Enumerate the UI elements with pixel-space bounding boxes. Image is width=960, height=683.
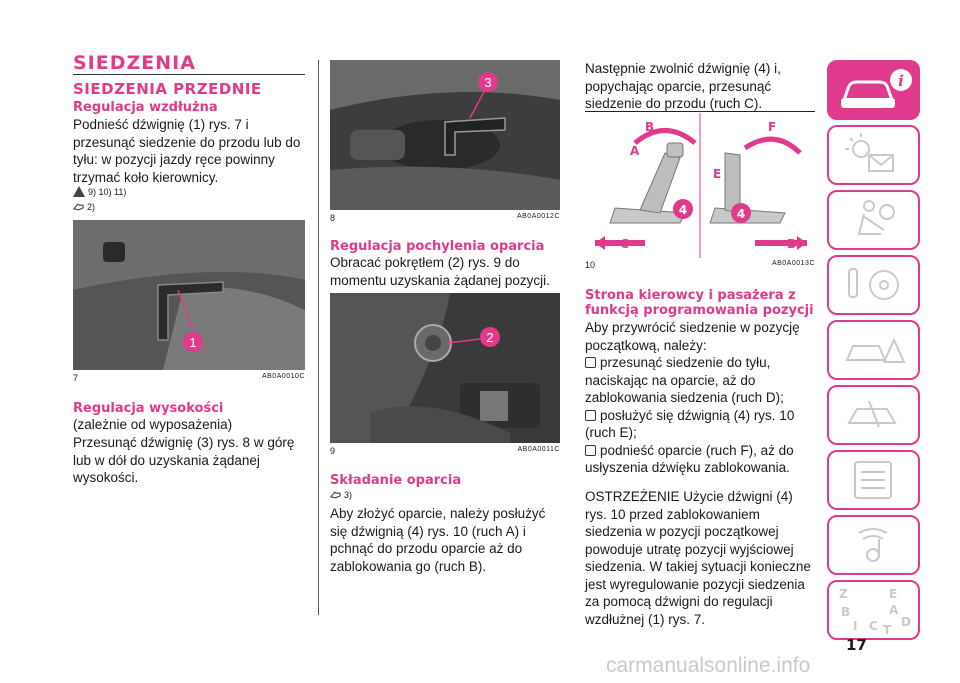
tab-multimedia[interactable] — [827, 515, 920, 575]
tab-technical-data[interactable] — [827, 450, 920, 510]
multimedia-icon — [858, 528, 888, 562]
figure-9-image: 2 — [330, 293, 560, 443]
tab-driving[interactable] — [827, 255, 920, 315]
tab-maintenance[interactable] — [827, 385, 920, 445]
list-item: podnieść oparcie (ruch F), aż do usłysze… — [585, 442, 794, 475]
tab-emergency[interactable] — [827, 320, 920, 380]
title-rule — [73, 74, 305, 75]
figure-code: AB0A0013C — [771, 260, 815, 267]
steering-wheel-key-icon — [848, 268, 899, 300]
bullet-icon — [585, 409, 596, 421]
figure-code: AB0A0011C — [517, 446, 560, 453]
figure-number: 7 — [73, 373, 79, 383]
paragraph-height-note: (zależnie od wyposażenia) — [73, 417, 233, 432]
column-divider — [318, 60, 319, 615]
figure-number: 10 — [585, 260, 596, 270]
tab-safety[interactable] — [827, 190, 920, 250]
tab-car-info[interactable]: i — [827, 60, 920, 120]
svg-text:Z: Z — [839, 587, 848, 601]
list-item: posłużyć się dźwignią (4) rys. 10 (ruch … — [585, 407, 795, 440]
section-subtitle: SIEDZENIA PRZEDNIE — [73, 80, 262, 98]
callout-3-label: 3 — [484, 75, 491, 90]
figure-7-image: 1 — [73, 220, 305, 370]
figure-9-caption: 9 AB0A0011C — [330, 446, 560, 456]
figure-10-caption: 10 AB0A0013C — [585, 260, 815, 270]
list-item: przesunąć siedzenie do tyłu, naciskając … — [585, 355, 784, 405]
dashboard-lights-icon — [845, 133, 894, 172]
figure-code: AB0A0010C — [261, 373, 305, 380]
callout-1-label: 1 — [189, 335, 196, 350]
hand-pointer-icon — [330, 491, 341, 499]
svg-text:T: T — [883, 623, 892, 637]
airbag-safety-icon — [857, 200, 895, 235]
section-heading-height: Regulacja wysokości — [73, 401, 224, 416]
warning-note: 9) 10) 11) — [73, 186, 305, 197]
paragraph-height: Przesunąć dźwignię (3) rys. 8 w górę lub… — [73, 435, 295, 485]
figure-10-top-rule — [585, 111, 815, 112]
info-note: 3) — [330, 490, 560, 500]
hand-pointer-icon — [73, 203, 84, 211]
callout-1-marker — [183, 332, 203, 352]
info-note-refs: 3) — [344, 490, 353, 500]
paragraph-release: Następnie zwolnić dźwignię (4) i, popych… — [585, 61, 781, 111]
svg-text:D: D — [901, 615, 911, 629]
warning-note-refs: 9) 10) 11) — [88, 186, 127, 197]
section-heading-fold: Składanie oparcia — [330, 473, 462, 488]
callout-2-marker — [480, 327, 500, 347]
bullet-icon — [585, 444, 596, 456]
movement-label-b: B — [645, 120, 654, 134]
info-note: 2) — [73, 202, 305, 212]
figure-8-caption: 8 AB0A0012C — [330, 213, 560, 223]
page-number: 17 — [846, 636, 867, 654]
svg-text:I: I — [853, 619, 857, 633]
page-title: SIEDZENIA — [73, 52, 196, 74]
car-info-icon: i — [841, 69, 912, 108]
tab-dashboard[interactable] — [827, 125, 920, 185]
svg-text:C: C — [869, 619, 878, 633]
warning-paragraph: OSTRZEŻENIE Użycie dźwigni (4) rys. 10 p… — [585, 489, 811, 627]
alphabetical-index-icon: Z E B A I C T D — [839, 587, 911, 637]
movement-label-f: F — [768, 120, 776, 134]
paragraph-longitudinal: Podnieść dźwignię (1) rys. 7 i przesunąć… — [73, 117, 301, 185]
section-heading-longitudinal: Regulacja wzdłużna — [73, 100, 218, 115]
figure-10-image: B A C 4 F E D 4 — [585, 113, 815, 258]
movement-label-a: A — [630, 144, 640, 158]
movement-label-d: D — [787, 237, 797, 251]
callout-3-marker — [478, 72, 498, 92]
figure-number: 8 — [330, 213, 336, 223]
svg-text:A: A — [889, 603, 899, 617]
emergency-car-icon — [845, 337, 906, 363]
movement-label-e: E — [713, 167, 721, 181]
warning-triangle-icon — [73, 186, 85, 197]
section-heading-recline: Regulacja pochylenia oparcia — [330, 239, 545, 254]
figure-7-caption: 7 AB0A0010C — [73, 373, 305, 383]
maintenance-tools-icon — [847, 400, 897, 428]
info-note-refs: 2) — [87, 202, 96, 212]
paragraph-recline: Obracać pokrętłem (2) rys. 9 do momentu … — [330, 255, 550, 288]
callout-2-label: 2 — [486, 330, 493, 345]
svg-text:B: B — [841, 605, 850, 619]
bullet-icon — [585, 357, 596, 368]
lever-4-label: 4 — [737, 207, 745, 221]
lever-4-label: 4 — [679, 203, 687, 217]
tab-index[interactable]: Z E B A I C T D — [827, 580, 920, 640]
movement-label-c: C — [620, 237, 629, 251]
paragraph-fold: Aby złożyć oparcie, należy posłużyć się … — [330, 506, 546, 574]
svg-text:E: E — [889, 587, 897, 601]
figure-code: AB0A0012C — [516, 213, 560, 220]
figure-8-image: 3 — [330, 60, 560, 210]
bullet-list: przesunąć siedzenie do tyłu, naciskając … — [585, 354, 815, 477]
section-heading-memory: Strona kierowcy i pasażera z funkcją pro… — [585, 288, 814, 318]
figure-number: 9 — [330, 446, 336, 456]
svg-text:i: i — [898, 72, 904, 90]
paragraph-memory: Aby przywrócić siedzenie w pozycję począ… — [585, 320, 800, 353]
footer-watermark: carmanualsonline.info — [606, 654, 811, 677]
technical-data-icon — [854, 461, 892, 499]
